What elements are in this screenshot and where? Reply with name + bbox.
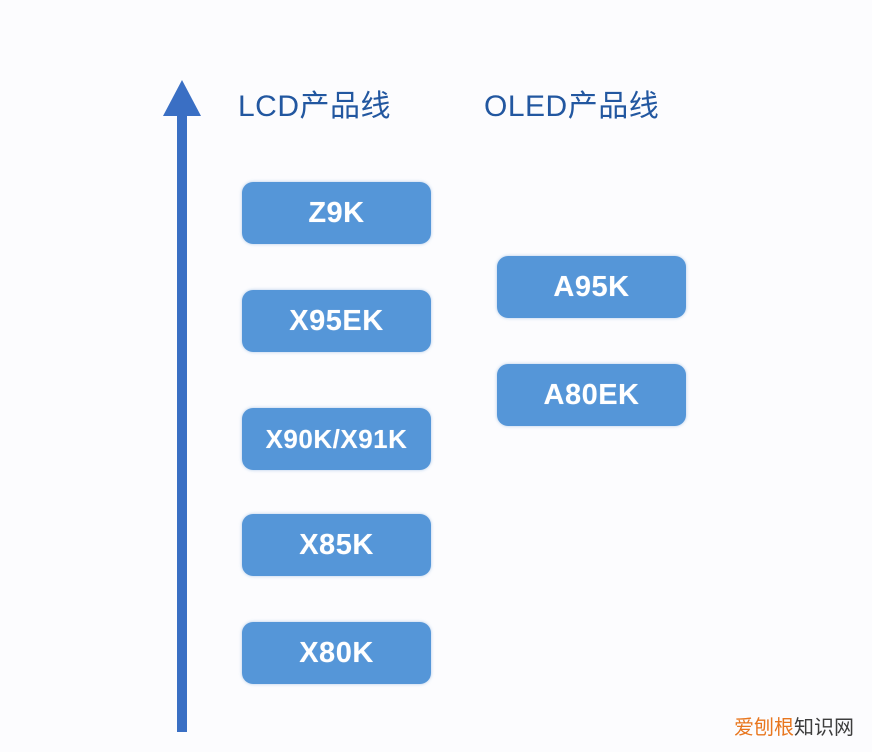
product-box-lcd-3[interactable]: X90K/X91K	[242, 408, 431, 470]
product-label: X85K	[299, 528, 374, 561]
column-header-oled: OLED产品线	[484, 90, 660, 123]
watermark: 爱刨根知识网	[734, 718, 854, 738]
product-box-lcd-4[interactable]: X85K	[242, 514, 431, 576]
product-label: A95K	[553, 270, 630, 303]
product-label: X95EK	[289, 304, 384, 337]
watermark-part-one: 爱刨根	[734, 717, 794, 739]
column-header-lcd: LCD产品线	[238, 90, 392, 123]
product-label: X90K/X91K	[265, 424, 408, 454]
product-label: A80EK	[543, 378, 640, 411]
product-label: Z9K	[308, 196, 365, 229]
product-box-lcd-5[interactable]: X80K	[242, 622, 431, 684]
product-label: X80K	[299, 636, 374, 669]
up-arrow-icon	[160, 78, 204, 734]
product-box-lcd-2[interactable]: X95EK	[242, 290, 431, 352]
watermark-part-two: 知识网	[794, 717, 854, 739]
product-box-oled-1[interactable]: A95K	[497, 256, 686, 318]
product-box-lcd-1[interactable]: Z9K	[242, 182, 431, 244]
product-box-oled-2[interactable]: A80EK	[497, 364, 686, 426]
